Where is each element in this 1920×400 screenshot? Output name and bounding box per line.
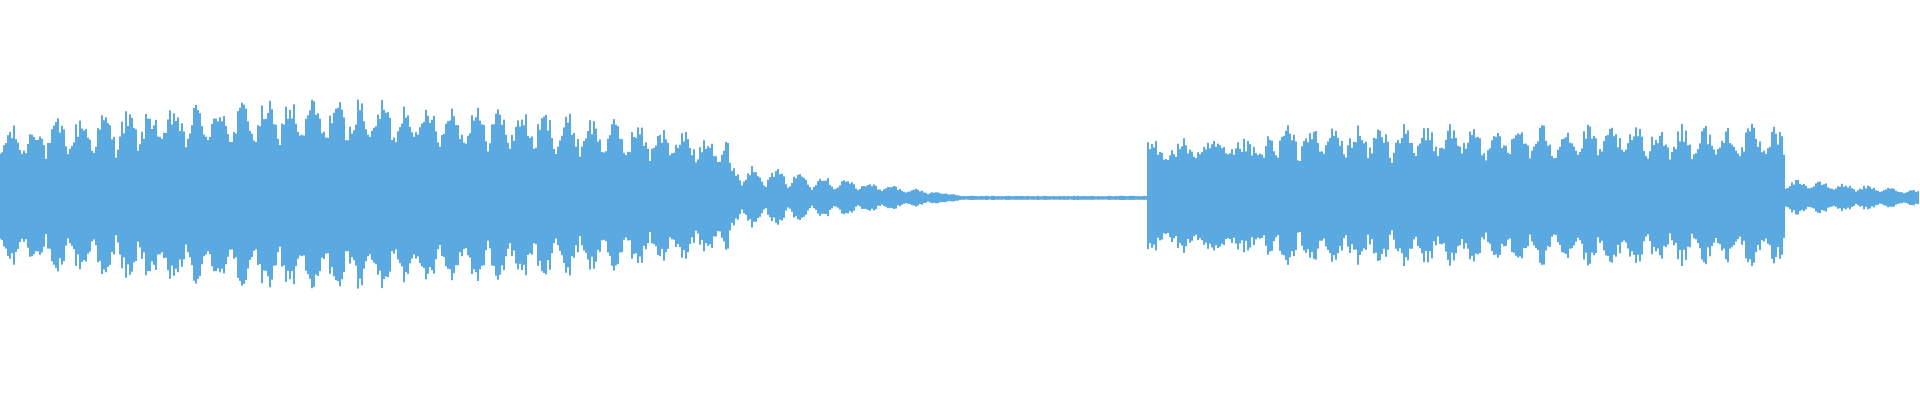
- waveform-path: [0, 99, 1919, 289]
- waveform-bars: [0, 99, 1919, 289]
